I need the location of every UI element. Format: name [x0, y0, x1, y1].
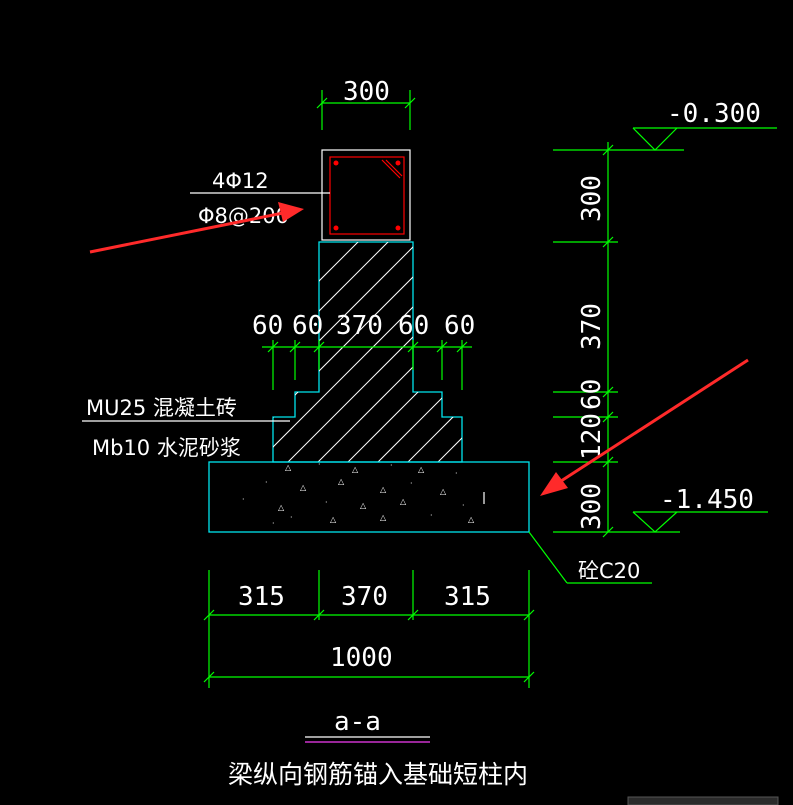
svg-text:·: · [242, 495, 245, 504]
svg-text:△: △ [418, 465, 425, 474]
base-dim-3: 315 [444, 582, 491, 612]
svg-text:·: · [272, 519, 275, 528]
svg-text:△: △ [330, 515, 337, 524]
base-total: 1000 [330, 643, 393, 673]
svg-text:·: · [462, 501, 465, 510]
mortar-label: Mb10 水泥砂浆 [92, 436, 241, 460]
right-elevation-dimensions: 300 370 60 120 300 [553, 142, 684, 538]
elevation-marker-bottom: -1.450 [632, 485, 768, 533]
svg-text:△: △ [300, 483, 307, 492]
base-dim-2: 370 [341, 582, 388, 612]
column-width-text: 300 [343, 77, 390, 107]
short-column [321, 149, 411, 241]
svg-text:△: △ [380, 513, 387, 522]
step-dim-5: 60 [444, 311, 475, 341]
section-mark-text: a-a [334, 707, 381, 737]
rebar-dot [395, 160, 401, 166]
step-dim-2: 60 [292, 311, 323, 341]
step-dim-1: 60 [252, 311, 283, 341]
svg-text:·: · [410, 479, 413, 488]
concrete-label: 砼C20 [578, 559, 640, 583]
svg-text:△: △ [338, 477, 345, 486]
right-dim-3: 60 [577, 379, 607, 410]
right-dim-2: 370 [577, 303, 607, 350]
svg-text:△: △ [400, 497, 407, 506]
annotation-arrow-left [89, 202, 304, 254]
step-dim-3: 370 [336, 311, 383, 341]
svg-text:·: · [430, 511, 433, 520]
svg-text:·: · [318, 460, 321, 469]
svg-text:·: · [290, 513, 293, 522]
svg-text:△: △ [468, 515, 475, 524]
step-dim-4: 60 [398, 311, 429, 341]
base-dim-1: 315 [238, 582, 285, 612]
rebar-dot [395, 225, 401, 231]
right-dim-1: 300 [577, 175, 607, 222]
svg-text:·: · [325, 498, 328, 507]
elevation-bottom-text: -1.450 [660, 485, 754, 515]
section-mark: a-a [305, 707, 430, 743]
right-dim-5: 300 [577, 483, 607, 530]
brick-footing [272, 241, 463, 463]
svg-text:·: · [265, 478, 268, 487]
concrete-callout: 砼C20 [528, 531, 652, 584]
svg-text:△: △ [440, 487, 447, 496]
material-callout: MU25 混凝土砖 Mb10 水泥砂浆 [82, 396, 290, 460]
svg-text:△: △ [278, 503, 285, 512]
svg-text:△: △ [352, 465, 359, 474]
footing-step-dimensions: 60 60 370 60 60 [252, 311, 475, 390]
brick-label: MU25 混凝土砖 [86, 396, 237, 420]
elevation-top-text: -0.300 [667, 99, 761, 129]
svg-text:△: △ [380, 485, 387, 494]
rebar-dot [333, 160, 339, 166]
svg-text:△: △ [285, 463, 292, 472]
rebar-main-label: 4Φ12 [212, 169, 269, 193]
concrete-cushion: △·△ ·△· ·△△ △·△ ·△· △△· ·△△ ·△· [208, 460, 530, 533]
scrollbar-fragment[interactable] [627, 796, 779, 805]
annotation-arrow-right [540, 358, 749, 496]
rebar-dot [333, 225, 339, 231]
drawing-caption: 梁纵向钢筋锚入基础短柱内 [228, 760, 528, 789]
svg-text:·: · [390, 461, 393, 470]
base-dimensions: 315 370 315 1000 [203, 570, 535, 688]
right-dim-4: 120 [577, 413, 607, 460]
svg-text:△: △ [360, 501, 367, 510]
svg-text:·: · [455, 469, 458, 478]
column-width-dimension: 300 [316, 77, 416, 130]
elevation-marker-top: -0.300 [632, 99, 777, 151]
